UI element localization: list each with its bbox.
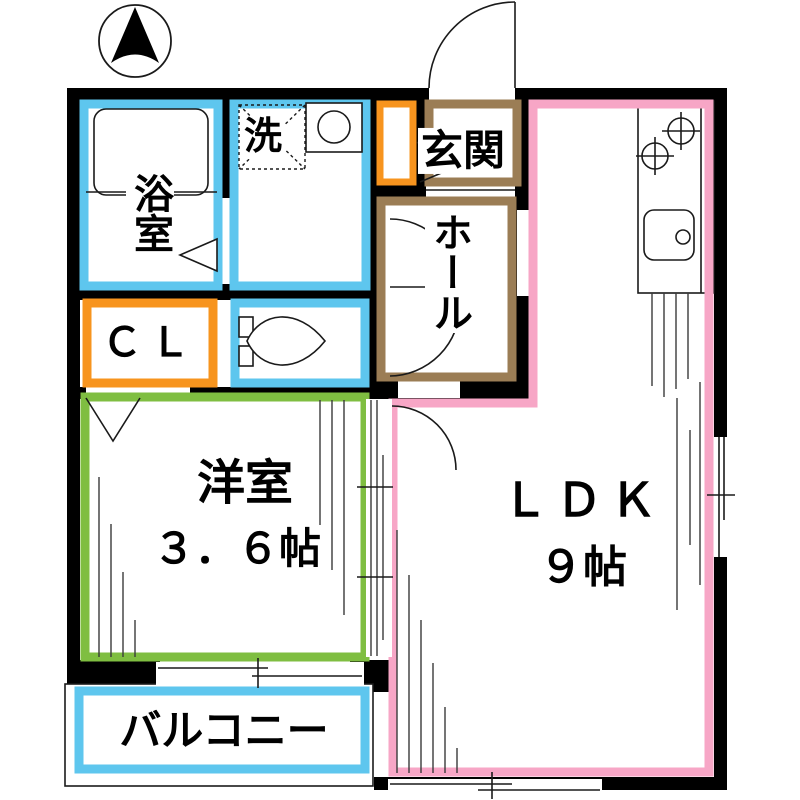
balcony-window xyxy=(156,658,364,688)
balcony-label: バルコニー xyxy=(116,707,332,755)
western-room-size: ３．６帖 xyxy=(149,525,325,573)
ldk-door-swing-arc xyxy=(391,405,457,471)
floor-hatch-lines xyxy=(98,293,701,773)
washing-machine-icon xyxy=(238,104,306,170)
ldk-size: ９帖 xyxy=(536,543,630,593)
window-symbols xyxy=(156,437,735,799)
closet-label: ＣＬ xyxy=(99,321,201,365)
closet-folding-door-icon xyxy=(85,397,141,443)
compass-north-icon xyxy=(98,4,172,78)
ldk-room-fill xyxy=(393,104,709,772)
laundry-label: 洗 xyxy=(240,117,286,159)
bathroom-label: 浴室 xyxy=(126,172,174,254)
laundry-sink-icon xyxy=(305,102,363,153)
entrance-door-swing-arc xyxy=(428,1,516,89)
sliding-partition xyxy=(357,399,393,657)
stove-burners-icon xyxy=(636,112,700,175)
ldk-right-window xyxy=(707,437,735,557)
entrance-label: 玄関 xyxy=(417,127,509,175)
bathroom-symbols xyxy=(86,108,218,273)
kitchen-sink-icon xyxy=(643,209,695,261)
ldk-room-outline xyxy=(388,99,714,777)
laundry-symbols xyxy=(238,102,363,170)
western-room-label: 洋室 xyxy=(193,457,297,511)
hall-label: ホール xyxy=(425,211,473,333)
bath-door-icon xyxy=(177,237,218,273)
kitchen-counter xyxy=(636,100,715,294)
ldk-bottom-window xyxy=(388,772,602,799)
shoe-cabinet-outline xyxy=(376,100,417,186)
toilet-icon xyxy=(238,316,327,367)
ldk-label: ＬＤＫ xyxy=(499,474,667,526)
